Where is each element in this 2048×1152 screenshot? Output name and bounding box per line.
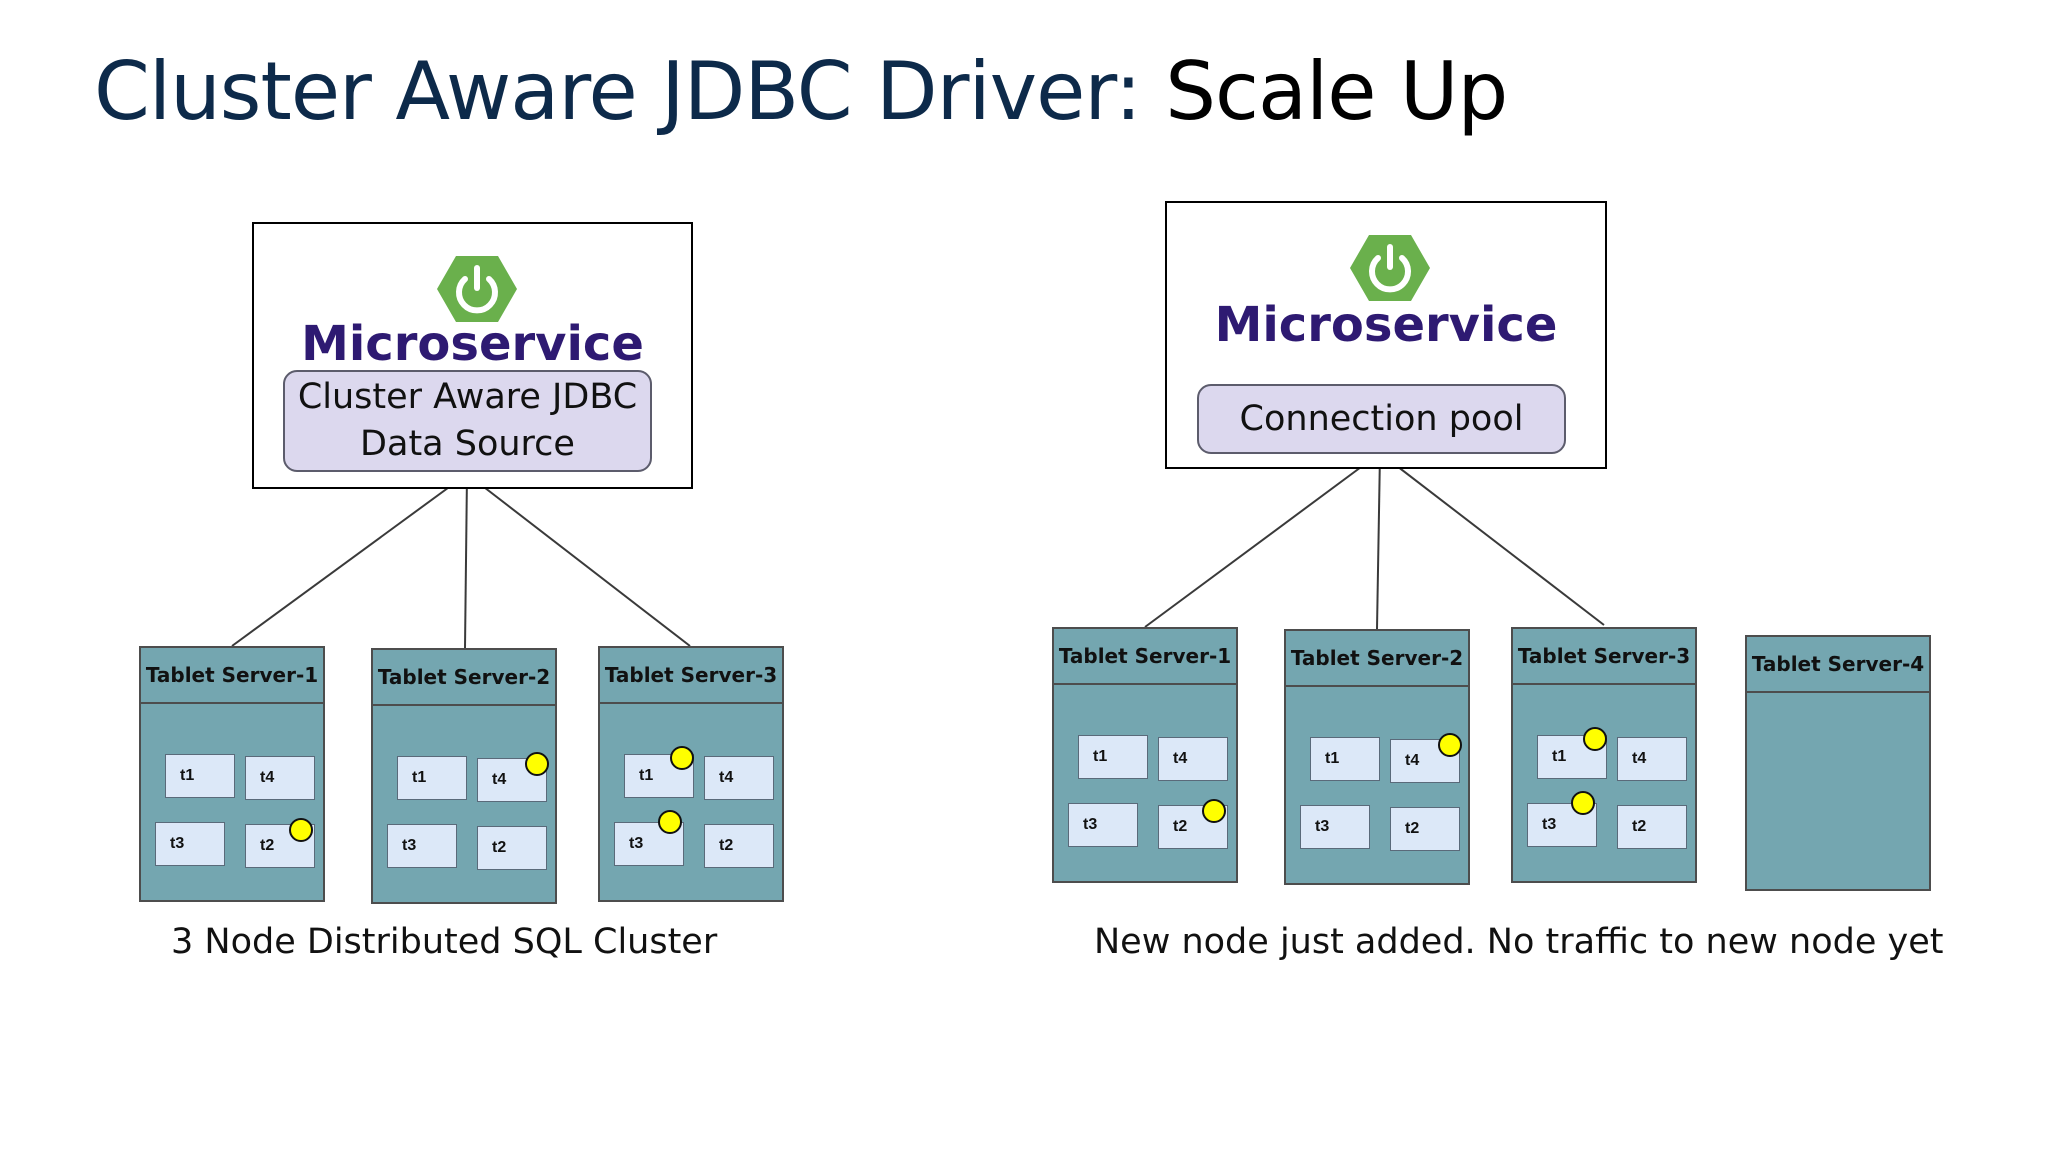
active-connection-dot [658, 810, 682, 834]
right-caption: New node just added. No traffic to new n… [1094, 922, 1944, 962]
tablet-server-label: Tablet Server-2 [1286, 631, 1468, 687]
tablet-t2: t2 [1617, 805, 1687, 849]
tablet-t2: t2 [245, 824, 315, 868]
tablet-t3: t3 [155, 822, 225, 866]
active-connection-dot [525, 752, 549, 776]
left-connector-2 [464, 473, 468, 649]
tablet-t1: t1 [1310, 737, 1380, 781]
left-data-source-label: Cluster Aware JDBC Data Source [297, 377, 638, 464]
power-icon [437, 256, 517, 322]
power-icon [1350, 235, 1430, 301]
right-connection-pool-label: Connection pool [1239, 398, 1524, 439]
tablet-server-label: Tablet Server-1 [141, 648, 323, 704]
page-title: Cluster Aware JDBC Driver: Scale Up [94, 42, 1508, 142]
tablet-server-label: Tablet Server-3 [600, 648, 782, 704]
tablet-t2: t2 [477, 826, 547, 870]
active-connection-dot [1583, 727, 1607, 751]
left-microservice-label: Microservice [301, 316, 644, 372]
tablet-server-label: Tablet Server-4 [1747, 637, 1929, 693]
tablet-t2: t2 [704, 824, 774, 868]
tablet-t4: t4 [704, 756, 774, 800]
tablet-t1: t1 [1078, 735, 1148, 779]
left-data-source-box: Cluster Aware JDBC Data Source [283, 370, 652, 472]
left-caption: 3 Node Distributed SQL Cluster [171, 922, 718, 962]
active-connection-dot [670, 746, 694, 770]
title-part-1: Cluster Aware JDBC Driver: [94, 45, 1142, 138]
title-part-2: Scale Up [1165, 45, 1508, 138]
right-connector-3 [1379, 452, 1605, 626]
tablet-server-label: Tablet Server-3 [1513, 629, 1695, 685]
right-connector-1 [1144, 452, 1381, 628]
tablet-server-label: Tablet Server-2 [373, 650, 555, 706]
right-microservice-label: Microservice [1214, 297, 1558, 353]
active-connection-dot [1202, 799, 1226, 823]
right-connection-pool-box: Connection pool [1197, 384, 1566, 454]
active-connection-dot [1438, 733, 1462, 757]
active-connection-dot [1571, 791, 1595, 815]
tablet-t3: t3 [1300, 805, 1370, 849]
tablet-t3: t3 [1068, 803, 1138, 847]
left-connector-1 [231, 473, 468, 647]
tablet-t2: t2 [1390, 807, 1460, 851]
right-connector-2 [1376, 452, 1381, 630]
tablet-t4: t4 [1158, 737, 1228, 781]
tablet-t1: t1 [165, 754, 235, 798]
left-connector-3 [466, 473, 691, 647]
tablet-t1: t1 [397, 756, 467, 800]
active-connection-dot [289, 818, 313, 842]
tablet-server-4: Tablet Server-4 [1745, 635, 1931, 891]
tablet-t3: t3 [387, 824, 457, 868]
tablet-t4: t4 [245, 756, 315, 800]
tablet-t4: t4 [1617, 737, 1687, 781]
tablet-server-label: Tablet Server-1 [1054, 629, 1236, 685]
